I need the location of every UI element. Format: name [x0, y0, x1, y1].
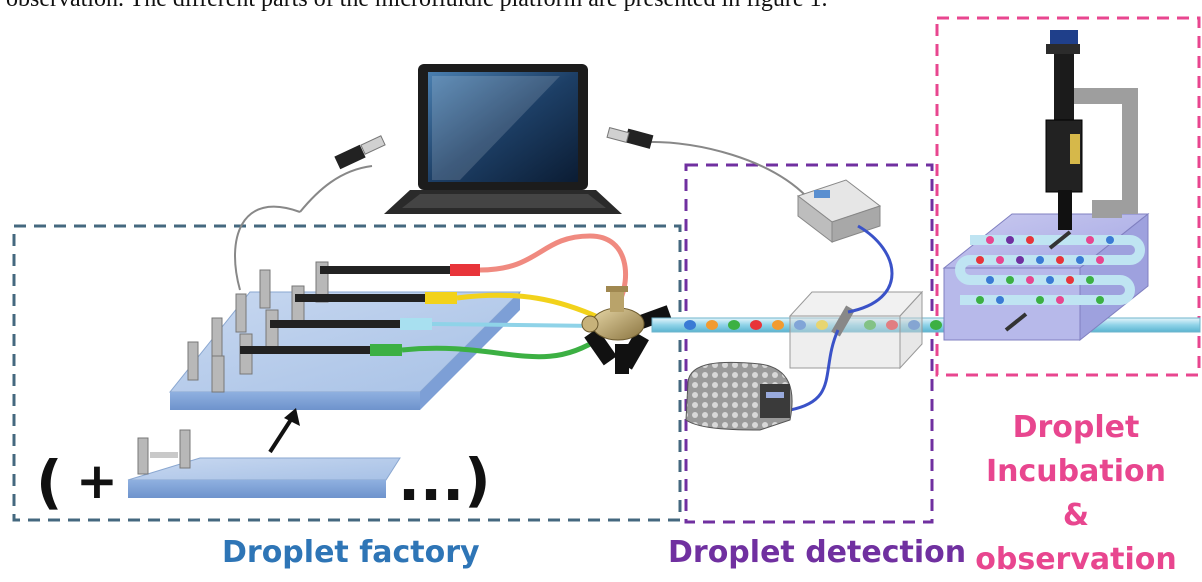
plus-sign: +: [76, 452, 118, 510]
add-pump-arrow: [268, 408, 300, 454]
label-incubation-line1: Droplet: [1012, 410, 1140, 445]
tube-cyan: [431, 322, 599, 328]
label-droplet-incubation: Droplet Incubation & observation: [960, 406, 1192, 582]
label-droplet-factory: Droplet factory: [222, 535, 480, 570]
ellipsis-close-paren: ...): [398, 446, 491, 514]
open-paren: (: [36, 448, 63, 516]
extra-syringe-pump-icon: [127, 429, 401, 498]
connector-hub-icon: [581, 286, 672, 374]
camera-arm: [1070, 88, 1138, 218]
label-incubation-line2: Incubation: [986, 454, 1166, 489]
fiber-upper: [847, 224, 894, 314]
usb-cable-right: [606, 126, 807, 197]
usb-cable-left: [234, 165, 373, 291]
droplet-detection-region: [684, 163, 934, 524]
syringe-icon: [240, 264, 480, 356]
label-droplet-detection: Droplet detection: [668, 535, 967, 570]
usb-plug-icon: [334, 135, 386, 170]
fiber-lower: [789, 329, 840, 412]
laptop-icon: [384, 64, 622, 214]
label-incubation-line3: &: [1062, 498, 1090, 533]
spectrometer-icon: [796, 179, 882, 244]
camera-icon: [1045, 30, 1083, 230]
incubation-chip-icon: [942, 212, 1150, 342]
incubation-droplets: [976, 236, 1114, 304]
tube-green: [401, 335, 602, 360]
label-incubation-line4: observation: [975, 542, 1177, 577]
light-source-icon: [685, 361, 793, 431]
caption-text: observation. The different parts of the …: [6, 0, 1006, 13]
detection-cell-icon: [788, 290, 924, 370]
tube-red: [479, 233, 628, 302]
droplet-incubation-region: [935, 16, 1201, 377]
tube-yellow: [456, 292, 602, 321]
